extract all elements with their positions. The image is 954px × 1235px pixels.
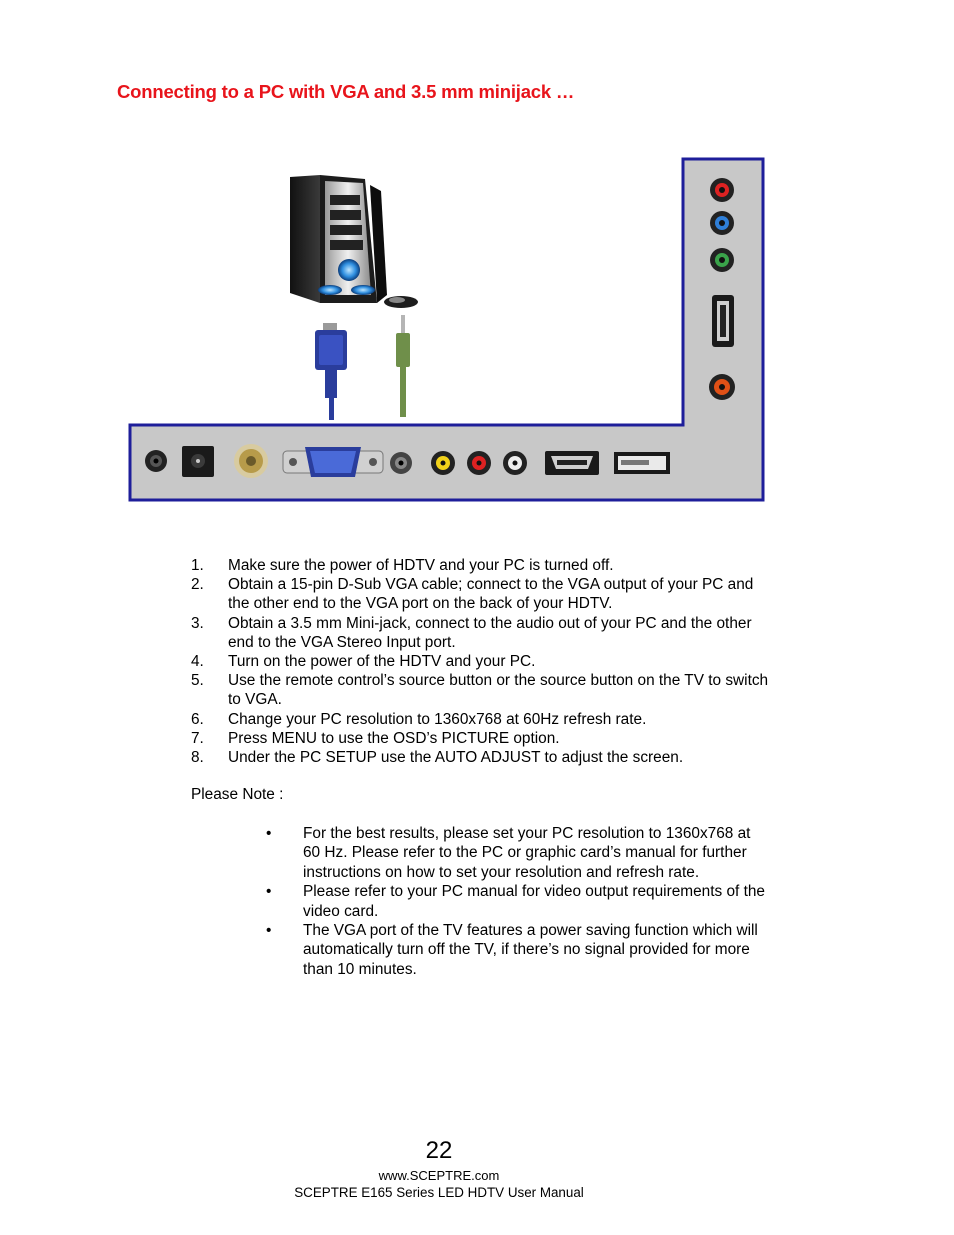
- step-text: Under the PC SETUP use the AUTO ADJUST t…: [228, 749, 684, 767]
- step-number: 7.: [191, 729, 204, 747]
- step-number: 1.: [191, 557, 204, 574]
- note-item: • For the best results, please set your P…: [265, 824, 765, 882]
- step-item: 5. Use the remote control’s source button…: [191, 671, 771, 709]
- step-number: 4.: [191, 653, 204, 671]
- bullet-icon: •: [266, 825, 272, 842]
- step-text: Make sure the power of HDTV and your PC …: [228, 557, 614, 574]
- note-item: • Please refer to your PC manual for vide…: [265, 882, 765, 921]
- step-number: 8.: [191, 749, 204, 767]
- note-item: • The VGA port of the TV features a power…: [265, 921, 765, 979]
- page-number: 22: [425, 1137, 453, 1164]
- component-blue-jack-icon: [710, 211, 734, 235]
- step-text: Obtain a 3.5 mm Mini-jack, connect to th…: [228, 614, 752, 651]
- step-item: 1. Make sure the power of HDTV and your P…: [191, 556, 771, 575]
- step-text: Press MENU to use the OSD’s PICTURE opti…: [228, 729, 560, 747]
- step-item: 4. Turn on the power of the HDTV and your…: [191, 652, 771, 671]
- rf-antenna-jack-icon: [234, 444, 268, 478]
- earphone-jack-icon: [145, 450, 167, 472]
- step-number: 5.: [191, 672, 204, 690]
- note-text: Please refer to your PC manual for video…: [303, 883, 765, 920]
- page-heading: Connecting to a PC with VGA and 3.5 mm m…: [117, 81, 575, 102]
- vga-cable-icon: [315, 323, 347, 420]
- dc-power-jack-icon: [182, 446, 214, 477]
- footer-url: www.SCEPTRE.com: [378, 1168, 500, 1183]
- tv-back-panel: [128, 157, 765, 502]
- mouse-icon: [384, 296, 418, 308]
- step-text: Turn on the power of the HDTV and your P…: [228, 653, 536, 671]
- bullet-icon: •: [266, 922, 272, 940]
- component-green-jack-icon: [710, 248, 734, 272]
- step-text: Use the remote control’s source button o…: [228, 672, 769, 709]
- step-text: Obtain a 15-pin D-Sub VGA cable; connect…: [228, 576, 754, 613]
- step-item: 6. Change your PC resolution to 1360x768 …: [191, 710, 771, 729]
- connection-diagram: [128, 157, 765, 502]
- pc-tower-icon: [290, 175, 387, 303]
- coaxial-audio-jack-icon: [709, 374, 735, 400]
- audio-minijack-icon: [396, 315, 410, 417]
- step-text: Change your PC resolution to 1360x768 at…: [228, 710, 647, 728]
- note-text: For the best results, please set your PC…: [303, 825, 751, 881]
- step-number: 2.: [191, 576, 204, 594]
- note-label: Please Note :: [191, 786, 284, 803]
- setup-steps-list: 1. Make sure the power of HDTV and your P…: [191, 556, 771, 767]
- step-item: 8. Under the PC SETUP use the AUTO ADJUST…: [191, 748, 771, 767]
- component-red-jack-icon: [710, 178, 734, 202]
- side-hdmi-port-icon: [712, 295, 734, 347]
- step-number: 6.: [191, 710, 204, 728]
- bullet-icon: •: [266, 883, 272, 901]
- footer-manual-title: SCEPTRE E165 Series LED HDTV User Manual: [294, 1185, 584, 1200]
- hdmi-port-icon: [545, 451, 599, 475]
- composite-video-jack-icon: [431, 451, 455, 475]
- note-text: The VGA port of the TV features a power …: [303, 922, 758, 978]
- usb-port-icon: [614, 452, 670, 474]
- pc-audio-in-jack-icon: [390, 452, 412, 474]
- step-item: 3. Obtain a 3.5 mm Mini-jack, connect to …: [191, 614, 771, 652]
- step-number: 3.: [191, 614, 204, 632]
- audio-left-jack-icon: [503, 451, 527, 475]
- audio-right-jack-icon: [467, 451, 491, 475]
- vga-port-icon: [282, 447, 384, 477]
- step-item: 2. Obtain a 15-pin D-Sub VGA cable; conne…: [191, 575, 771, 613]
- step-item: 7. Press MENU to use the OSD’s PICTURE op…: [191, 729, 771, 748]
- notes-list: • For the best results, please set your P…: [265, 824, 765, 979]
